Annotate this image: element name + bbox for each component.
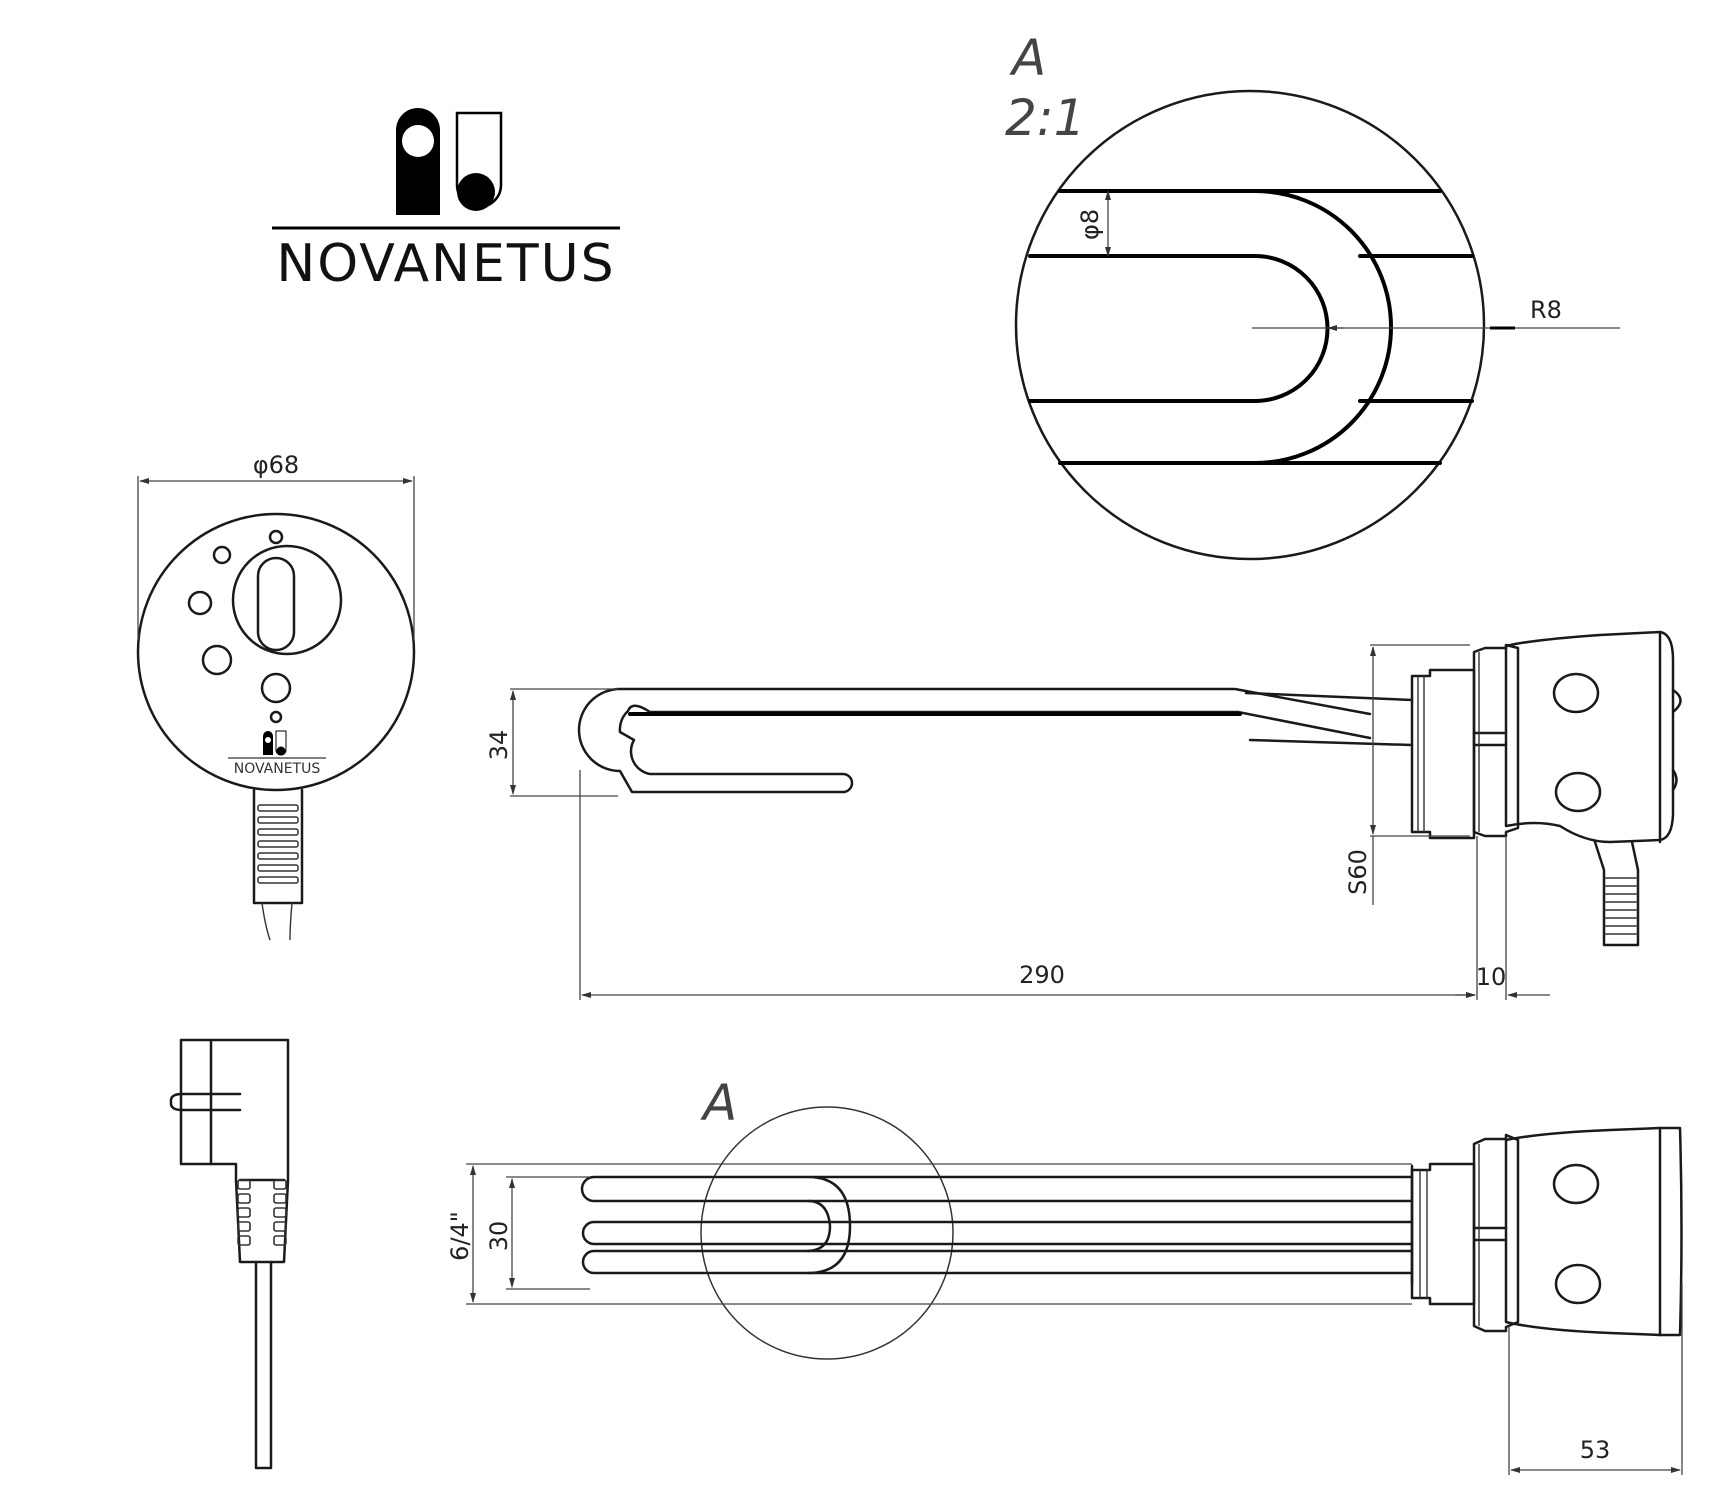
element-spread-label: 30 <box>485 1221 513 1252</box>
element-height-label: 34 <box>485 730 513 761</box>
brand-name: NOVANETUS <box>276 234 615 294</box>
section-marker-label: A <box>700 1074 737 1132</box>
tube-outer-edge <box>1058 189 1393 465</box>
thread-size-label: 6/4" <box>446 1211 474 1261</box>
detail-circle <box>1014 89 1486 561</box>
nut-width-label: 10 <box>1476 963 1507 991</box>
head-length-label: 53 <box>1580 1436 1611 1464</box>
side-view-element: 34 S60 290 10 <box>485 630 1682 1000</box>
bend-radius-label: R8 <box>1530 296 1562 324</box>
spanner-size-label: S60 <box>1344 849 1372 895</box>
logo-mark-left <box>396 108 440 215</box>
top-view-element: A 6/4" 30 53 <box>446 1074 1683 1475</box>
detail-scale: 2:1 <box>1005 89 1085 147</box>
detail-view-a: A 2:1 φ8 R8 <box>1005 29 1620 561</box>
element-length-label: 290 <box>1019 961 1065 989</box>
brand-logo: NOVANETUS <box>272 108 620 294</box>
detail-label: A <box>1009 29 1046 87</box>
selector-knob <box>256 556 296 652</box>
flange-diameter-label: φ68 <box>253 451 299 479</box>
tube-diameter-label: φ8 <box>1076 209 1104 240</box>
plug-view <box>169 1038 290 1470</box>
front-brand-name: NOVANETUS <box>234 761 321 777</box>
section-marker-circle <box>700 1106 954 1360</box>
front-view: NOVANETUS φ68 <box>136 451 416 941</box>
logo-mark-left-hole <box>402 125 434 157</box>
logo-mark-right-dot <box>457 173 495 211</box>
